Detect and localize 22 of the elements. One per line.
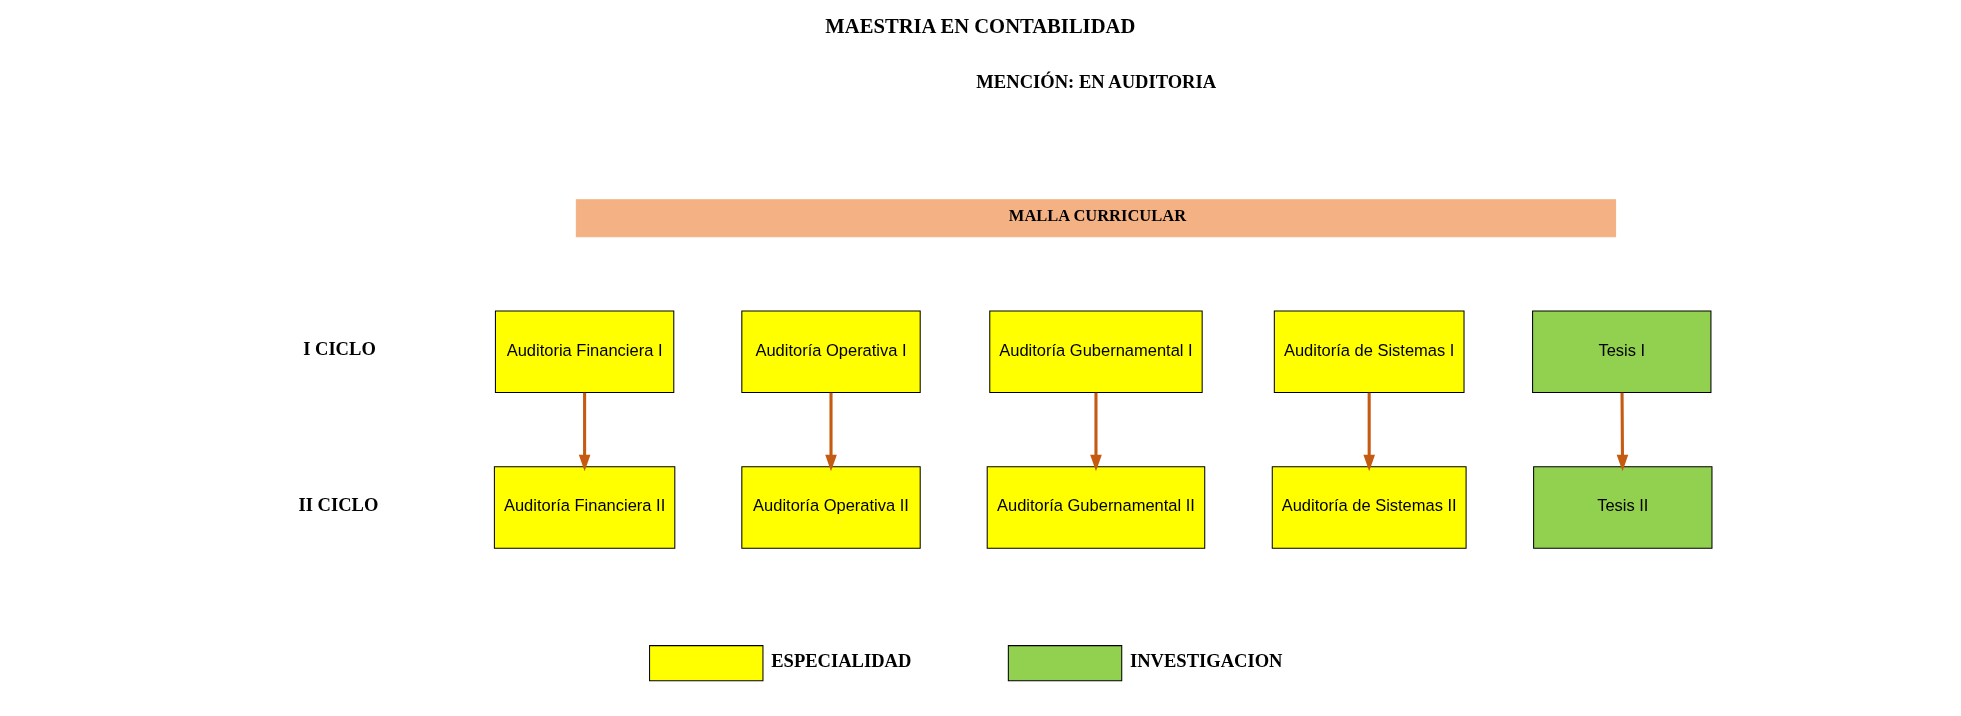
node-box: Auditoría Operativa I [741, 310, 921, 393]
arrow [578, 392, 591, 471]
node-box: Tesis II [1533, 465, 1713, 549]
node-box: Auditoría de Sistemas II [1271, 465, 1467, 549]
node-box: Auditoría de Sistemas I [1273, 310, 1465, 393]
label: I CICLO [303, 337, 376, 359]
label: MALLA CURRICULAR [1008, 205, 1187, 225]
node-box: Auditoría Operativa II [741, 465, 921, 549]
node-box: Tesis I [1532, 310, 1712, 393]
arrow [1616, 392, 1629, 471]
node-box: Auditoría Gubernamental II [986, 465, 1206, 549]
arrow [825, 392, 837, 471]
node-box: Auditoría Gubernamental I [989, 310, 1203, 393]
label: MENCIÓN: EN AUDITORIA [976, 70, 1217, 92]
node-box: Auditoria Financiera I [494, 310, 675, 393]
node-box: Auditoría Financiera II [493, 465, 676, 549]
diagram-title: MAESTRIA EN CONTABILIDAD [825, 14, 1136, 37]
legend-label: ESPECIALIDAD [771, 649, 912, 671]
legend-label: INVESTIGACION [1129, 649, 1283, 671]
arrow [1090, 392, 1102, 471]
label: II CICLO [298, 493, 379, 515]
arrow [1363, 392, 1375, 471]
